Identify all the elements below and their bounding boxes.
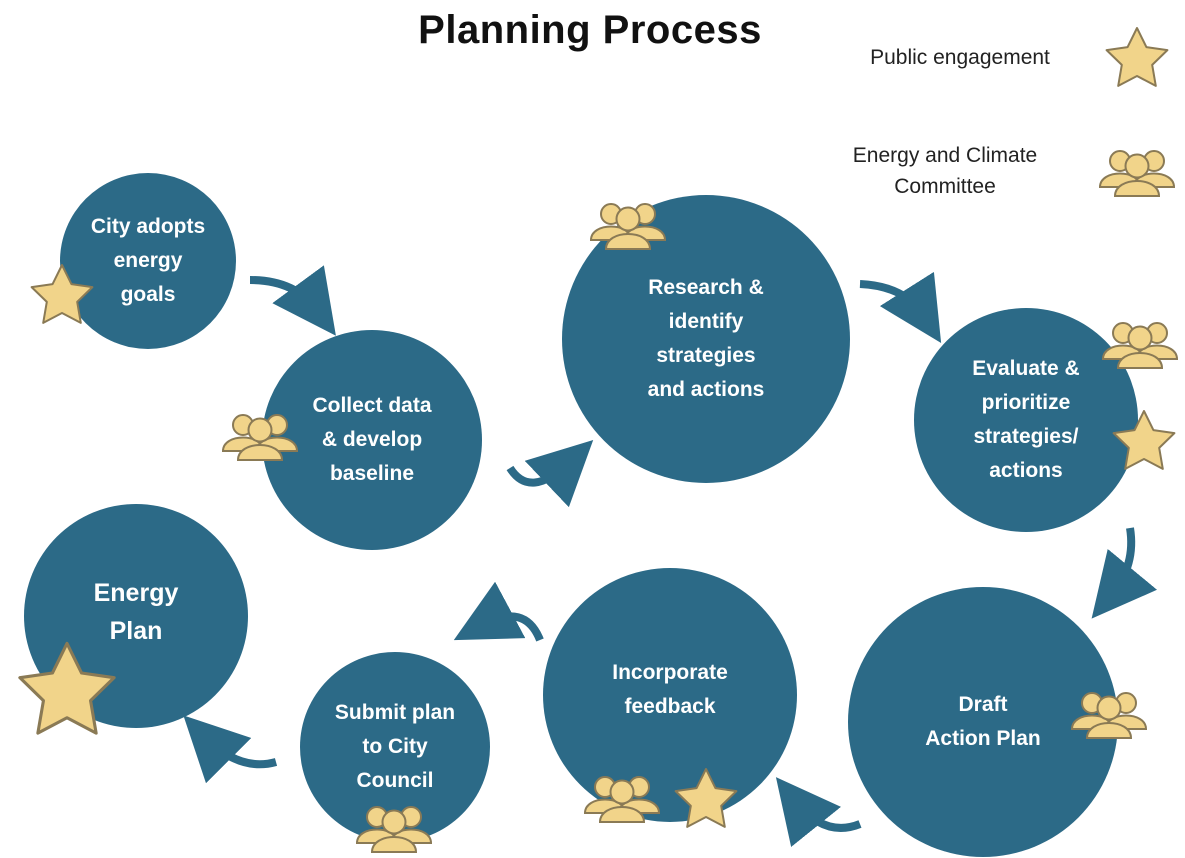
step-label: Incorporate feedback (612, 661, 728, 718)
star-icon (30, 264, 94, 324)
curved-arrow-icon (183, 715, 278, 784)
step-label: Evaluate & prioritize strategies/ action… (972, 357, 1080, 482)
step-incorporate-feedback: Incorporate feedback (543, 568, 797, 822)
people-group-icon (590, 203, 666, 250)
curved-arrow-icon (775, 777, 862, 847)
step-city-adopts-goals: City adopts energy goals (60, 173, 236, 349)
step-label: Research & identify strategies and actio… (647, 276, 765, 401)
curved-arrow-icon (249, 265, 336, 336)
curved-arrow-icon (453, 581, 544, 642)
step-label: Energy Plan (93, 579, 179, 645)
step-label: Collect data & develop baseline (312, 394, 432, 485)
legend-public-engagement-label: Public engagement (870, 46, 1050, 69)
legend-committee-label: Energy and Climate Committee (852, 144, 1038, 198)
legend-star-icon (1105, 27, 1169, 87)
people-group-icon (222, 414, 298, 461)
step-label: Draft Action Plan (925, 693, 1041, 750)
star-icon (674, 768, 738, 828)
star-icon (1112, 410, 1176, 470)
people-group-icon (356, 806, 432, 853)
people-group-icon (584, 776, 660, 823)
step-draft-action-plan: Draft Action Plan (848, 587, 1118, 857)
legend-people-group-icon (1099, 150, 1175, 197)
star-icon (18, 641, 116, 735)
people-group-icon (1102, 322, 1178, 369)
diagram-title: Planning Process (418, 8, 762, 52)
curved-arrow-icon (859, 271, 942, 344)
curved-arrow-icon (506, 439, 594, 508)
step-label: City adopts energy goals (90, 215, 206, 306)
step-collect-data: Collect data & develop baseline (262, 330, 482, 550)
step-label: Submit plan to City Council (334, 701, 456, 792)
curved-arrow-icon (1091, 527, 1158, 619)
step-evaluate-prioritize: Evaluate & prioritize strategies/ action… (914, 308, 1138, 532)
people-group-icon (1071, 692, 1147, 739)
